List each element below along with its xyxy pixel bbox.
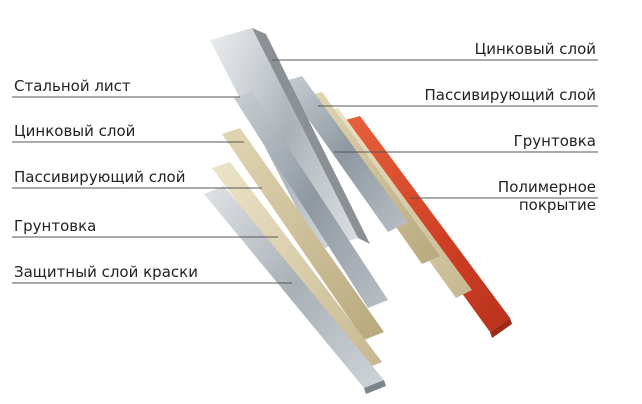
label-polymer-coating-line2: покрытие bbox=[518, 196, 596, 214]
label-zinc-layer-left: Цинковый слой bbox=[14, 122, 136, 140]
zinc-layer-right bbox=[282, 76, 408, 232]
label-primer-left: Грунтовка bbox=[14, 217, 97, 235]
polymer-coating-edge bbox=[490, 318, 512, 338]
zinc-layer-left bbox=[234, 92, 388, 308]
label-polymer-coating-line1: Полимерное bbox=[497, 178, 596, 196]
label-protective-paint-layer: Защитный слой краски bbox=[14, 263, 198, 281]
steel-sheet-edge bbox=[252, 28, 370, 244]
protective-paint-edge bbox=[364, 380, 386, 394]
label-steel-sheet: Стальной лист bbox=[14, 77, 131, 95]
label-passivation-layer-left: Пассивирующий слой bbox=[14, 168, 186, 186]
passivation-layer-left bbox=[222, 128, 384, 340]
label-passivation-layer-right: Пассивирующий слой bbox=[424, 86, 596, 104]
steel-sheet-shine bbox=[210, 28, 358, 250]
label-primer-right: Грунтовка bbox=[513, 132, 596, 150]
label-zinc-layer-right: Цинковый слой bbox=[474, 40, 596, 58]
primer-layer-left bbox=[212, 162, 382, 370]
label-polymer-coating: Полимерное покрытие bbox=[498, 178, 596, 214]
